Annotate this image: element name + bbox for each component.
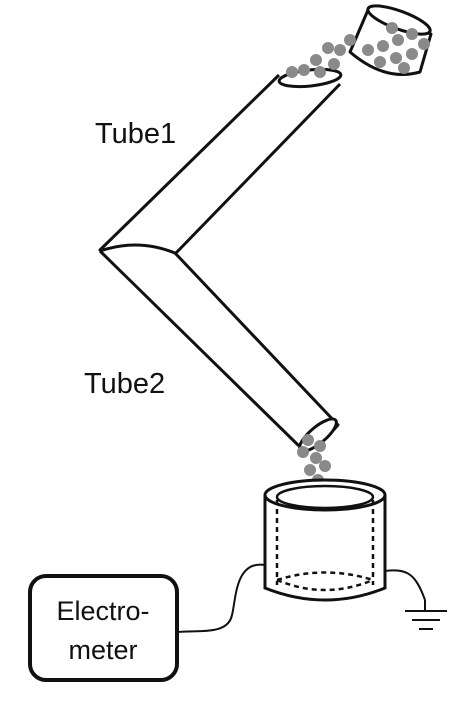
particle: [374, 56, 386, 68]
tube1: [98, 67, 343, 263]
particle: [392, 34, 404, 46]
particle: [418, 38, 430, 50]
particle: [314, 440, 326, 452]
particle: [298, 64, 310, 76]
particle: [377, 40, 389, 52]
particle: [297, 446, 309, 458]
particle: [406, 28, 418, 40]
particle: [302, 434, 314, 446]
particle: [304, 464, 316, 476]
particle: [390, 52, 402, 64]
particle: [406, 48, 418, 60]
particle: [362, 44, 374, 56]
particle: [328, 58, 340, 70]
particle: [314, 66, 326, 78]
particle: [398, 62, 410, 74]
particle: [334, 44, 346, 56]
particles-falling-into-tube1: [286, 34, 356, 78]
particle: [344, 34, 356, 46]
tube2-label: Tube2: [84, 368, 165, 400]
electrometer-box: Electro- meter: [28, 574, 179, 682]
tube2: [98, 243, 340, 453]
particle: [386, 22, 398, 34]
faraday-cup: [263, 478, 387, 602]
particle: [319, 460, 331, 472]
ground-wire: [384, 569, 426, 601]
tube1-label: Tube1: [95, 118, 176, 150]
ground-icon: [405, 600, 447, 630]
pouring-beaker: [348, 4, 433, 76]
particle: [310, 54, 322, 66]
particle: [322, 42, 334, 54]
particle: [286, 66, 298, 78]
signal-wire: [177, 563, 266, 633]
electrometer-label-line1: Electro-: [56, 596, 149, 626]
particles-in-beaker: [362, 22, 430, 74]
particle: [310, 452, 322, 464]
electrometer-label-line2: meter: [68, 635, 137, 665]
